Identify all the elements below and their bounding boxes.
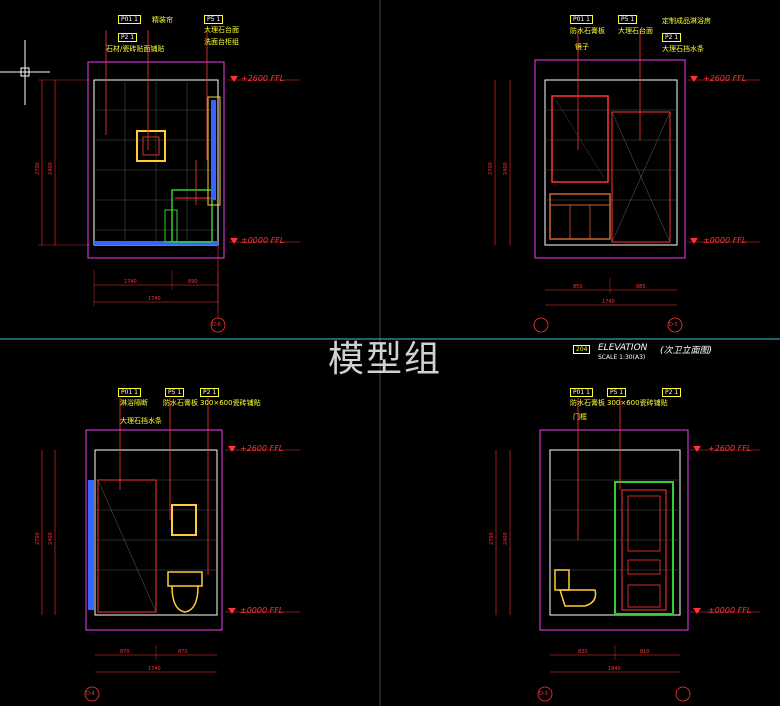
shower-enclosure — [611, 111, 671, 243]
e2-title: ELEVATION — [598, 343, 648, 353]
e1-section-mark: D-6 — [212, 322, 221, 328]
e4-label-2: 300×600瓷砖铺贴 — [607, 399, 668, 407]
e1-level-top: +2600 FFL — [241, 74, 285, 83]
e2-tag-3: P2 1 — [662, 33, 682, 42]
e4-label-1: 防水石膏板 — [570, 399, 605, 407]
e4-dim-2: 810 — [640, 649, 650, 655]
e2-tag-2: P5 1 — [618, 15, 638, 24]
e1-label-3: 大理石台面 — [204, 26, 239, 34]
e3-level-top: +2600 FFL — [240, 444, 284, 453]
side-panel — [207, 96, 221, 206]
shower-partition — [97, 479, 157, 613]
outer-frame — [85, 429, 223, 631]
wall-outline — [94, 449, 218, 616]
e1-tag-2: P2 1 — [118, 33, 138, 42]
e4-side-dim-2: 2400 — [503, 532, 509, 545]
e4-dim-3: 1640 — [608, 666, 621, 672]
e3-label-4: 大理石挡水条 — [120, 417, 162, 425]
cad-crosshair-cursor — [0, 40, 50, 105]
e2-label-3: 镜子 — [575, 43, 589, 51]
e1-dim-1: 1740 — [124, 279, 137, 285]
decor-painting — [171, 504, 197, 536]
e1-side-dim-2: 2400 — [48, 162, 54, 175]
e4-tag-2: P5 1 — [607, 388, 627, 397]
e2-dim-1: 850 — [573, 284, 583, 290]
blue-floor-strip — [94, 241, 218, 245]
e4-dim-1: 830 — [578, 649, 588, 655]
e3-tag-2: P5 1 — [165, 388, 185, 397]
e2-level-bottom: ±0000 FFL — [703, 236, 747, 245]
door-frame — [614, 481, 674, 615]
e2-label-4: 定制成品淋浴房 — [662, 17, 711, 25]
e4-tag-1: P01 1 — [570, 388, 593, 397]
e2-tag-1: P01 1 — [570, 15, 593, 24]
e3-level-bottom: ±0000 FFL — [240, 606, 284, 615]
watermark-text: 模型组 — [328, 339, 443, 380]
mirror — [551, 95, 609, 183]
toilet — [167, 571, 203, 587]
e1-dim-3: 690 — [188, 279, 198, 285]
e2-title-cn: (次卫立面图) — [660, 346, 713, 356]
e3-label-3: 300×600瓷砖铺贴 — [200, 399, 261, 407]
e3-section-mark: D-4 — [86, 691, 95, 697]
e2-scale: SCALE 1:30(A3) — [598, 354, 646, 361]
outer-frame — [87, 61, 225, 259]
e3-label-1: 淋浴隔断 — [120, 399, 148, 407]
e2-dim-2: 885 — [636, 284, 646, 290]
outer-frame — [539, 429, 689, 631]
e2-level-top: +2600 FFL — [703, 74, 747, 83]
elevation-4 — [495, 398, 760, 702]
e2-side-dim-2: 2400 — [503, 162, 509, 175]
e1-label-1: 精装帘 — [152, 16, 173, 24]
e1-side-dim-1: 2700 — [35, 162, 41, 175]
decor-painting — [136, 130, 166, 162]
e2-drawing-number: 204 — [573, 345, 591, 354]
e3-tag-3: P2 1 — [200, 388, 220, 397]
e3-label-2: 防水石膏板 — [163, 399, 198, 407]
e3-dim-3: 1740 — [148, 666, 161, 672]
tile-grid — [94, 80, 218, 245]
outer-frame — [534, 59, 686, 259]
e3-dim-1: 870 — [120, 649, 130, 655]
elevation-1 — [38, 30, 300, 333]
elevation-3 — [41, 398, 300, 702]
e1-label-4: 洗面台柜组 — [204, 38, 239, 46]
e1-dim-2: 1740 — [148, 296, 161, 302]
e1-tag-3: P5 1 — [204, 15, 224, 24]
toilet — [554, 569, 570, 591]
e1-label-2: 石材/瓷砖贴面铺贴 — [106, 45, 165, 53]
e4-level-top: +2600 FFL — [708, 444, 752, 453]
wall-outline — [544, 79, 678, 246]
e2-side-dim-1: 2700 — [488, 162, 494, 175]
e3-tag-1: P01 1 — [118, 388, 141, 397]
e3-side-dim-1: 2700 — [35, 532, 41, 545]
e4-level-bottom: ±0000 FFL — [708, 606, 752, 615]
door-panel — [621, 489, 667, 611]
e2-label-5: 大理石挡水条 — [662, 45, 704, 53]
e1-tag-1: P01 1 — [118, 15, 141, 24]
vanity-cabinet — [549, 193, 611, 240]
e4-section-mark: D-3 — [539, 691, 548, 697]
e2-section-mark: D-5 — [669, 322, 678, 328]
e1-level-bottom: ±0000 FFL — [241, 236, 285, 245]
vanity-cabinet — [171, 189, 213, 243]
e3-dim-2: 870 — [178, 649, 188, 655]
e4-tag-3: P2 1 — [662, 388, 682, 397]
e2-dim-3: 1740 — [602, 299, 615, 305]
e2-label-2: 大理石台面 — [618, 27, 653, 35]
e4-label-3: 门框 — [573, 413, 587, 421]
e2-label-1: 防水石膏板 — [570, 27, 605, 35]
e3-side-dim-2: 2400 — [48, 532, 54, 545]
elevation-2 — [494, 30, 760, 333]
e4-side-dim-1: 2700 — [489, 532, 495, 545]
